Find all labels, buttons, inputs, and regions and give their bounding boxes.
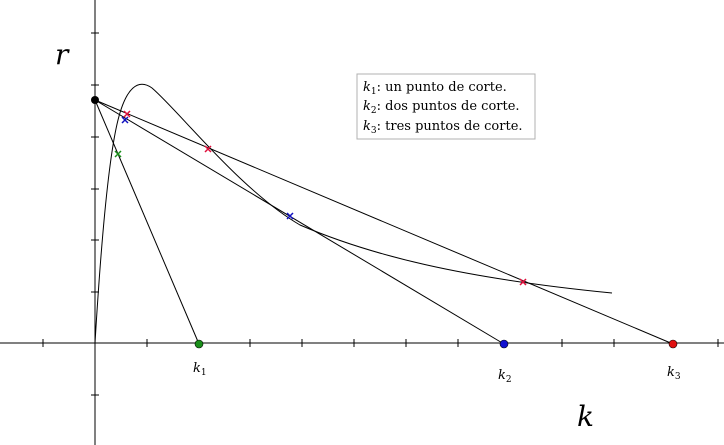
point-k3 bbox=[668, 339, 678, 349]
legend-entry-k2: k2: dos puntos de corte. bbox=[363, 99, 520, 116]
line-k3 bbox=[94, 99, 674, 345]
x-axis-label: k bbox=[577, 400, 594, 433]
point-k2 bbox=[499, 339, 509, 349]
label-k1: k1 bbox=[193, 361, 207, 378]
label-k3: k3 bbox=[667, 365, 681, 382]
line-k2 bbox=[94, 99, 505, 345]
legend: k1: un punto de corte. k2: dos puntos de… bbox=[356, 73, 536, 140]
cross-blue-1 bbox=[121, 116, 129, 124]
cross-blue-2 bbox=[286, 212, 294, 220]
cross-red-3 bbox=[519, 278, 527, 286]
legend-box bbox=[356, 73, 536, 140]
cross-red-1 bbox=[123, 110, 131, 118]
point-k1 bbox=[194, 339, 204, 349]
cross-red-2 bbox=[204, 145, 212, 153]
cross-green bbox=[114, 150, 122, 158]
legend-entry-k3: k3: tres puntos de corte. bbox=[363, 119, 523, 136]
axis-ticks bbox=[42, 32, 719, 396]
line-k1 bbox=[94, 99, 200, 345]
y-axis-label: r bbox=[55, 38, 70, 71]
legend-entry-k1: k1: un punto de corte. bbox=[363, 80, 507, 97]
label-k2: k2 bbox=[498, 368, 512, 385]
response-curve bbox=[94, 83, 613, 344]
start-point bbox=[91, 96, 99, 104]
